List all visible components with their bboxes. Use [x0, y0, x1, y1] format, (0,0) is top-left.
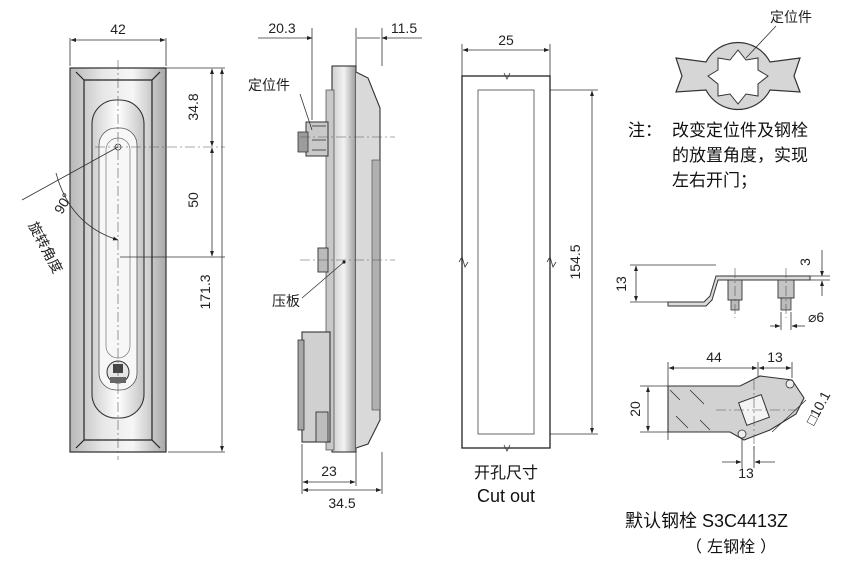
- top-dim-20: 20: [627, 401, 643, 417]
- plate-label: 压板: [272, 294, 300, 310]
- note-prefix: 注：: [628, 121, 662, 141]
- bolt-top-view: 44 13 20 □10.1 13: [627, 349, 834, 481]
- dim-34-5: 34.5: [328, 495, 355, 511]
- dim-20-3: 20.3: [268, 20, 295, 36]
- cutout-caption-en: Cut out: [477, 486, 535, 506]
- note-line3: 左右开门；: [672, 171, 757, 191]
- dim-171-3: 171.3: [197, 274, 213, 309]
- front-view: 42 34.8 50 171.3 90° 旋转角度: [21, 21, 225, 460]
- cutout-view: 25 154.5 开孔尺寸 Cut out: [458, 32, 598, 506]
- bolt-caption-line1: 默认钢栓 S3C4413Z: [625, 511, 788, 531]
- dim-11-5: 11.5: [391, 20, 417, 36]
- bolt-dim-3: 3: [797, 258, 813, 266]
- bolt-plate: [667, 375, 805, 441]
- top-dim-13: 13: [767, 349, 783, 365]
- dim-50: 50: [185, 192, 201, 208]
- bolt-side-view: 13 3 ⌀6: [613, 250, 830, 330]
- dim-34-8: 34.8: [185, 93, 201, 120]
- bottom-dim-13: 13: [738, 465, 754, 481]
- cutout-width-dim: 25: [498, 32, 514, 48]
- cutout-height-dim: 154.5: [567, 244, 583, 279]
- locator-detail: 定位件 注： 改变定位件及钢栓 的放置角度，实现 左右开门；: [628, 10, 812, 191]
- angle-label: 旋转角度: [24, 219, 64, 276]
- dim-23: 23: [321, 463, 337, 479]
- locator-detail-label: 定位件: [770, 10, 812, 26]
- cutout-caption-cn: 开孔尺寸: [474, 463, 538, 482]
- note-line1: 改变定位件及钢栓: [672, 121, 808, 141]
- bolt-caption-line2: （ 左钢栓 ）: [686, 537, 776, 556]
- side-view: 20.3 11.5 定位件 压板 23 34.5: [248, 20, 422, 511]
- side-flange: [331, 65, 357, 453]
- bolt-dim-dia: ⌀6: [808, 309, 824, 325]
- note-line2: 的放置角度，实现: [672, 146, 808, 166]
- bolt-dim-13: 13: [613, 276, 629, 292]
- top-dim-square: □10.1: [803, 388, 834, 427]
- locator-label: 定位件: [248, 78, 290, 94]
- star-hole-icon: [707, 49, 769, 105]
- top-dim-44: 44: [706, 349, 722, 365]
- front-width-dim: 42: [110, 21, 126, 37]
